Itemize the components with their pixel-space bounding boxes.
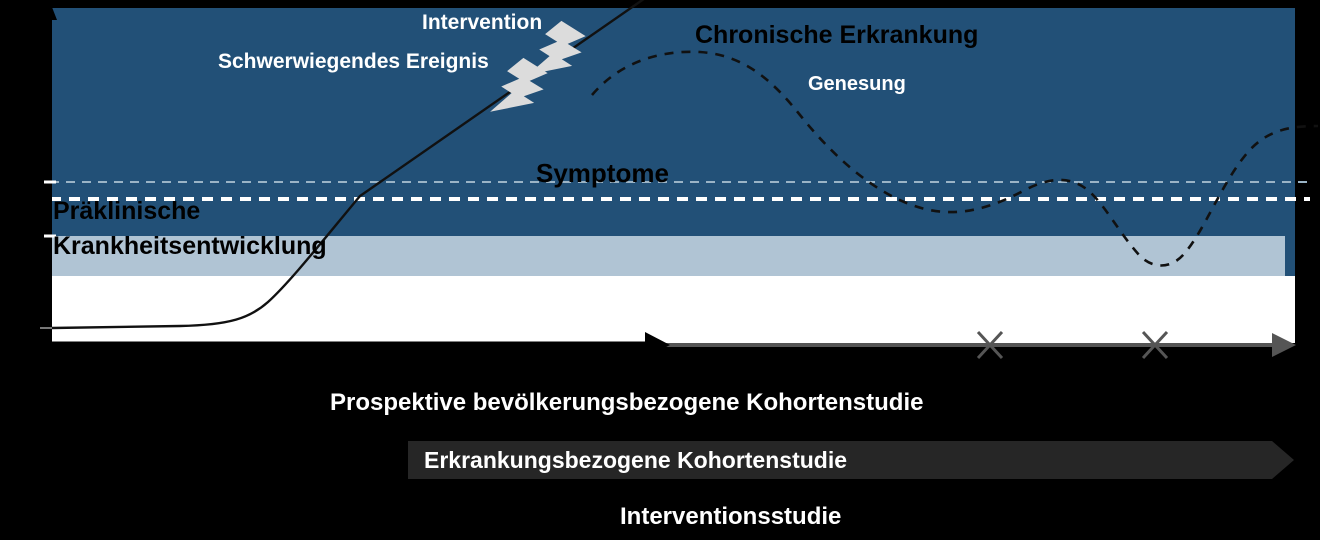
- label-preclinical-line2: Krankheitsentwicklung: [53, 232, 327, 260]
- label-serious-event: Schwerwiegendes Ereignis: [218, 50, 489, 73]
- white-plot-area: [50, 276, 1295, 343]
- arrow-up-icon: [43, 2, 57, 20]
- label-disease-cohort-study: Erkrankungsbezogene Kohortenstudie: [424, 447, 848, 473]
- label-intervention: Intervention: [422, 11, 543, 34]
- disease-cohort-banner: [408, 441, 1294, 479]
- disease-progression-curve: [51, 0, 645, 330]
- label-recovery: Genesung: [808, 73, 906, 95]
- label-symptoms: Symptome: [536, 158, 669, 188]
- x-axis-black-arrow-icon: [645, 332, 670, 358]
- bolt-intervention-icon: [528, 20, 586, 75]
- x-axis-gray-arrow-icon: [1272, 333, 1296, 357]
- label-chronic-disease: Chronische Erkrankung: [695, 21, 979, 49]
- event-cross-1: [976, 330, 1004, 360]
- label-population-cohort-study: Prospektive bevölkerungsbezogene Kohorte…: [330, 389, 924, 416]
- bolt-serious-event-icon: [490, 57, 548, 112]
- label-intervention-study: Interventionsstudie: [620, 503, 842, 530]
- event-cross-2: [1141, 330, 1169, 360]
- label-preclinical-line1: Präklinische: [53, 197, 201, 225]
- recovery-curve: [591, 50, 1319, 267]
- preclinical-band: [50, 236, 1285, 276]
